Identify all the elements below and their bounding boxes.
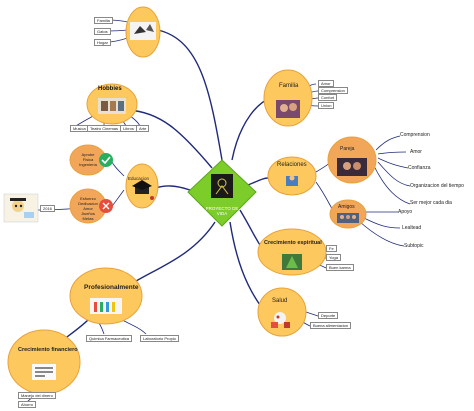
pareja-amor: Amor	[410, 149, 422, 155]
espiritual-title: Crecimiento espiritual	[264, 240, 322, 246]
prof-quimica: Quimica Farmaceutica	[86, 335, 133, 342]
financiero-manejo: Manejo del dinero	[18, 392, 56, 399]
educacion-year: 2016	[40, 205, 55, 212]
financiero-node	[7, 329, 81, 395]
familia-union: Union	[318, 102, 335, 109]
salud-title: Salud	[272, 298, 288, 304]
relaciones-title: Relaciones	[277, 162, 307, 168]
hobby-sub-familia: Familia	[94, 17, 113, 24]
espiritual-fe: Fe	[326, 245, 337, 252]
salud-deporte: Deporte	[318, 312, 339, 319]
salud-node	[257, 287, 307, 337]
pareja-comprension: Comprension	[400, 132, 430, 138]
salud-alimentacion: Buena alimentacion	[310, 322, 352, 329]
familia-comprension: Comprension	[318, 87, 348, 94]
hobby-libros: Libros	[120, 125, 137, 132]
hobby-sub-hogar: Hogar	[94, 39, 111, 46]
espiritual-yoga: Yoga	[326, 254, 341, 261]
amigos-apoyo: Apoyo	[398, 209, 413, 215]
educacion-title: Educacion	[128, 176, 150, 181]
hobby-sub-gatos: Gatos	[94, 28, 111, 35]
pareja-confianza: Confianza	[408, 165, 431, 171]
hobby-arte: Arte	[136, 125, 150, 132]
amigos-subtopic: Subtopic	[404, 243, 424, 249]
educacion-positive: Aprobe Fisica Ingeniería	[79, 152, 97, 167]
financiero-ahorro: Ahorro	[18, 401, 37, 408]
hobbies-title: Hobbies	[98, 86, 122, 92]
educacion-negative: Esfuerzo Dedicacion Amor Jiueños Metas	[78, 196, 98, 221]
familia-confort: Confort	[318, 94, 338, 101]
center-label: PROYECTO DE VIDA	[205, 206, 239, 216]
pareja-ser-mejor: Ser mejor cada dia	[410, 200, 452, 206]
pareja-organizacion: Organizacion del tiempo	[410, 183, 464, 189]
profesionalmente-node	[69, 267, 143, 325]
prof-laboratorio: Laboratorio Propio	[140, 335, 179, 342]
espiritual-karma: Buen karma	[326, 264, 354, 271]
familia-title: Familia	[279, 83, 299, 89]
hobby-teatro: Teatro Cinemas	[87, 125, 122, 132]
hobby-musica: Musica	[70, 125, 89, 132]
amigos-lealtead: Lealtead	[402, 225, 422, 231]
pareja-title: Pareja	[340, 146, 355, 152]
amigos-title: Amigos	[338, 204, 355, 210]
profesionalmente-title: Profesionalmente	[84, 284, 139, 291]
espiritual-node	[257, 228, 327, 276]
familia-amor: Amor	[318, 80, 334, 87]
financiero-title: Crecimiento financiero	[18, 347, 78, 353]
